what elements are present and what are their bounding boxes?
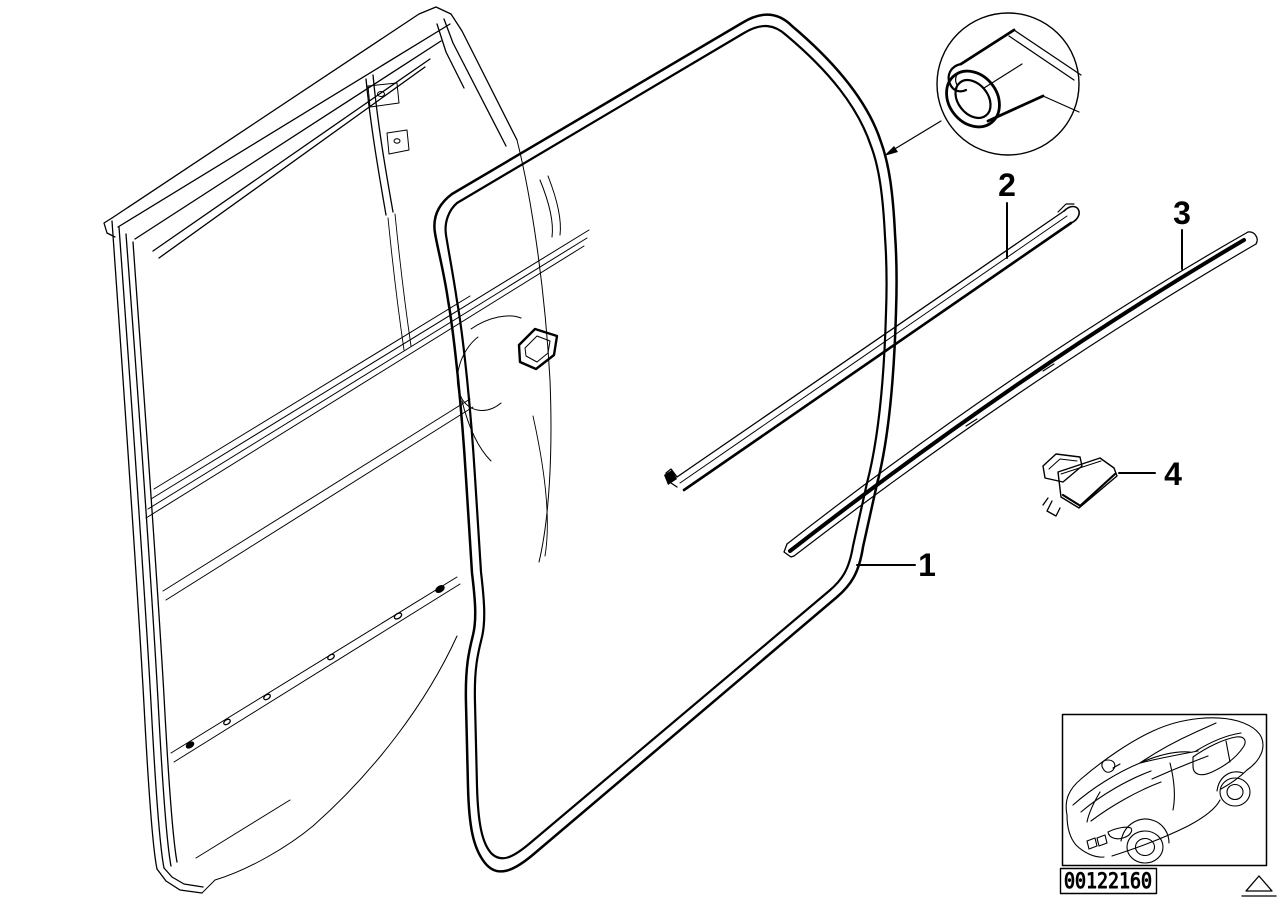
inner-window-molding-part-2 — [664, 203, 1080, 492]
diagram-code-box: 00122160 — [1059, 867, 1158, 895]
molding-clip-holes — [185, 584, 445, 749]
callout-1-label[interactable]: 1 — [918, 547, 936, 583]
vehicle-thumbnail — [1061, 713, 1268, 867]
magnifier-circle-icon — [936, 12, 1080, 156]
callout-4[interactable]: 4 — [1118, 456, 1182, 492]
molding-end-cover-part-4 — [1042, 453, 1118, 517]
door-handle — [456, 315, 559, 462]
diagram-code-frame — [1059, 867, 1158, 895]
callout-1[interactable]: 1 — [856, 547, 936, 583]
detail-pointer-arrow-icon — [884, 120, 942, 156]
warning-triangle-icon — [1241, 875, 1277, 897]
outer-window-molding-part-3 — [783, 231, 1258, 558]
rear-door-frame-illustration — [103, 6, 590, 894]
seal-outer-line — [433, 13, 898, 873]
callout-2[interactable]: 2 — [998, 167, 1016, 259]
seal-inner-line — [444, 25, 888, 860]
seal-cross-section-icon — [945, 28, 1082, 129]
callout-3-label[interactable]: 3 — [1173, 195, 1191, 231]
callout-3[interactable]: 3 — [1173, 195, 1191, 270]
diagram-code: 00122160 — [1064, 869, 1152, 893]
door-weatherstrip-part-1 — [433, 13, 898, 873]
callout-2-label[interactable]: 2 — [998, 167, 1016, 203]
car-front-three-quarter-icon — [1065, 717, 1264, 864]
seal-detail-circle — [884, 12, 1082, 156]
callout-4-label[interactable]: 4 — [1164, 456, 1182, 492]
thumbnail-frame — [1061, 713, 1268, 867]
